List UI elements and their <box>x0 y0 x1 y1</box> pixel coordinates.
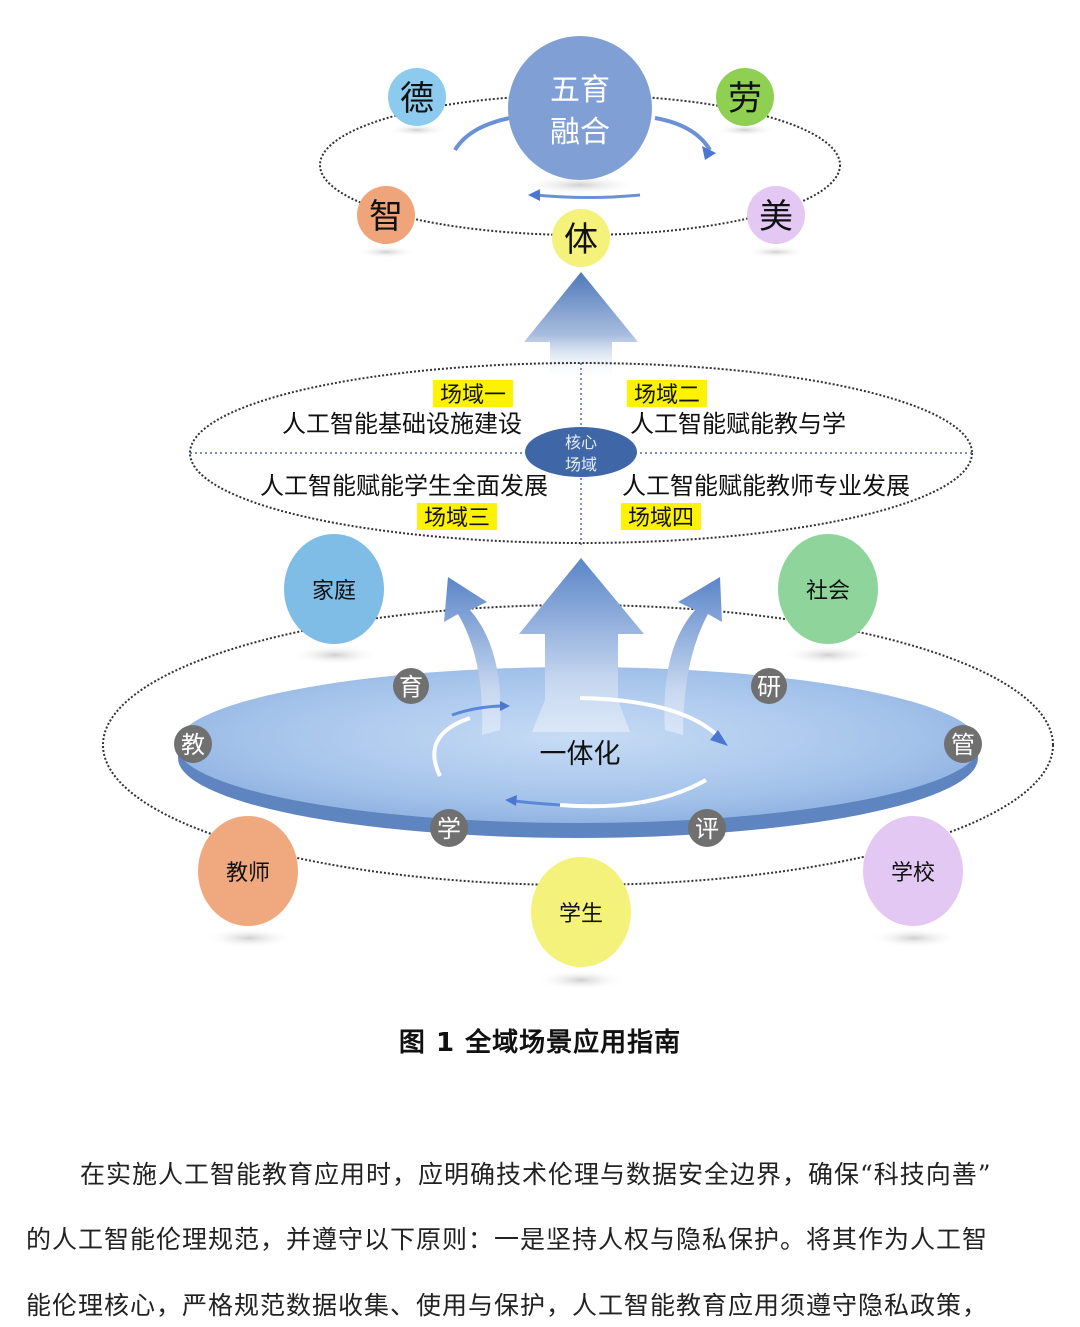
svg-text:家庭: 家庭 <box>312 579 356 604</box>
stakeholder-family: 家庭 <box>284 534 384 665</box>
svg-text:学: 学 <box>437 815 461 843</box>
cycle-arrow-icon <box>654 116 712 152</box>
arrowhead-icon <box>528 189 540 201</box>
stakeholder-ring <box>102 604 1054 886</box>
center-label-line1: 五育 <box>550 73 610 108</box>
node-de: 德 <box>387 68 447 136</box>
scene-guide-diagram: 五育 融合 德 劳 智 美 体 <box>102 36 1054 990</box>
process-node-yu: 育 <box>393 668 429 704</box>
svg-text:社会: 社会 <box>806 579 850 604</box>
svg-text:学生: 学生 <box>559 902 603 927</box>
integration-cluster: 一体化 育 研 教 管 学 评 家庭 <box>102 534 1054 990</box>
node-zhi: 智 <box>356 186 416 258</box>
process-node-jiao: 教 <box>174 725 212 763</box>
swirl-arrow-icon <box>514 799 561 807</box>
node-ti: 体 <box>552 209 610 267</box>
integration-label: 一体化 <box>540 739 621 770</box>
body-text-line: 在实施人工智能教育应用时，应明确技术伦理与数据安全边界，确保“科技向善” <box>80 1160 992 1189</box>
field-tag-1-bg <box>433 380 513 407</box>
svg-text:体: 体 <box>564 220 598 260</box>
swirl-arrow-icon <box>559 778 707 809</box>
svg-text:管: 管 <box>951 731 975 759</box>
field-tag-2-bg <box>627 380 707 407</box>
core-fields-cluster: 场域一 人工智能基础设施建设 场域二 人工智能赋能教与学 人工智能赋能学生全面发… <box>189 362 973 545</box>
field-tag-1: 场域一 <box>440 383 506 408</box>
svg-text:教: 教 <box>181 731 205 759</box>
body-text-line: 能伦理核心，严格规范数据收集、使用与保护，人工智能教育应用须遵守隐私政策， <box>26 1291 989 1320</box>
process-node-yan: 研 <box>751 668 787 704</box>
five-education-center <box>508 36 652 180</box>
core-label-line1: 核心 <box>565 433 597 452</box>
process-node-ping: 评 <box>688 809 726 847</box>
core-field-badge <box>525 427 637 477</box>
svg-text:智: 智 <box>369 197 403 237</box>
five-education-cluster: 五育 融合 德 劳 智 美 体 <box>319 36 841 267</box>
svg-text:教师: 教师 <box>226 861 270 886</box>
stakeholder-society: 社会 <box>778 534 878 665</box>
arrowhead-icon <box>505 795 517 806</box>
field-tag-3-bg <box>417 503 497 530</box>
process-node-guan: 管 <box>944 725 982 763</box>
node-mei: 美 <box>746 186 806 258</box>
svg-text:美: 美 <box>759 197 793 237</box>
svg-text:育: 育 <box>399 673 423 701</box>
field-tag-3: 场域三 <box>424 506 490 531</box>
integration-disc <box>176 667 980 823</box>
core-label-line2: 场域 <box>565 455 597 474</box>
field-tag-4: 场域四 <box>628 506 694 531</box>
svg-text:劳: 劳 <box>728 79 762 119</box>
svg-text:学校: 学校 <box>891 861 935 886</box>
center-label-line2: 融合 <box>550 115 610 150</box>
cycle-arrow-icon <box>453 115 516 152</box>
central-arrow-icon <box>519 558 644 732</box>
swirl-arrow-icon <box>432 716 471 777</box>
arrowhead-icon <box>702 146 716 160</box>
body-text-line: 的人工智能伦理规范，并遵守以下原则：一是坚持人权与隐私保护。将其作为人工智 <box>26 1225 989 1254</box>
curved-arrow-left-icon <box>444 577 501 735</box>
cycle-arrow-icon <box>534 193 641 199</box>
field-title-1: 人工智能基础设施建设 <box>282 410 522 438</box>
field-tag-2: 场域二 <box>634 383 700 408</box>
upward-arrow-icon <box>524 272 638 378</box>
stakeholder-student: 学生 <box>531 857 631 990</box>
stakeholder-school: 学校 <box>863 816 963 948</box>
field-tag-4-bg <box>621 503 701 530</box>
field-title-2: 人工智能赋能教与学 <box>630 410 846 438</box>
field-title-4: 人工智能赋能教师专业发展 <box>622 472 910 500</box>
node-lao: 劳 <box>715 68 775 136</box>
field-title-3: 人工智能赋能学生全面发展 <box>260 472 548 500</box>
stakeholder-teacher: 教师 <box>198 816 298 948</box>
svg-text:德: 德 <box>400 79 434 119</box>
curved-arrow-right-icon <box>664 577 722 735</box>
svg-text:评: 评 <box>695 815 719 843</box>
figure-caption: 图 1 全域场景应用指南 <box>398 1028 682 1058</box>
swirl-arrow-icon <box>451 704 501 717</box>
process-node-xue: 学 <box>430 809 468 847</box>
svg-text:研: 研 <box>757 673 781 701</box>
arrowhead-icon <box>710 730 728 746</box>
arrowhead-icon <box>500 701 510 711</box>
swirl-arrow-icon <box>579 696 720 738</box>
